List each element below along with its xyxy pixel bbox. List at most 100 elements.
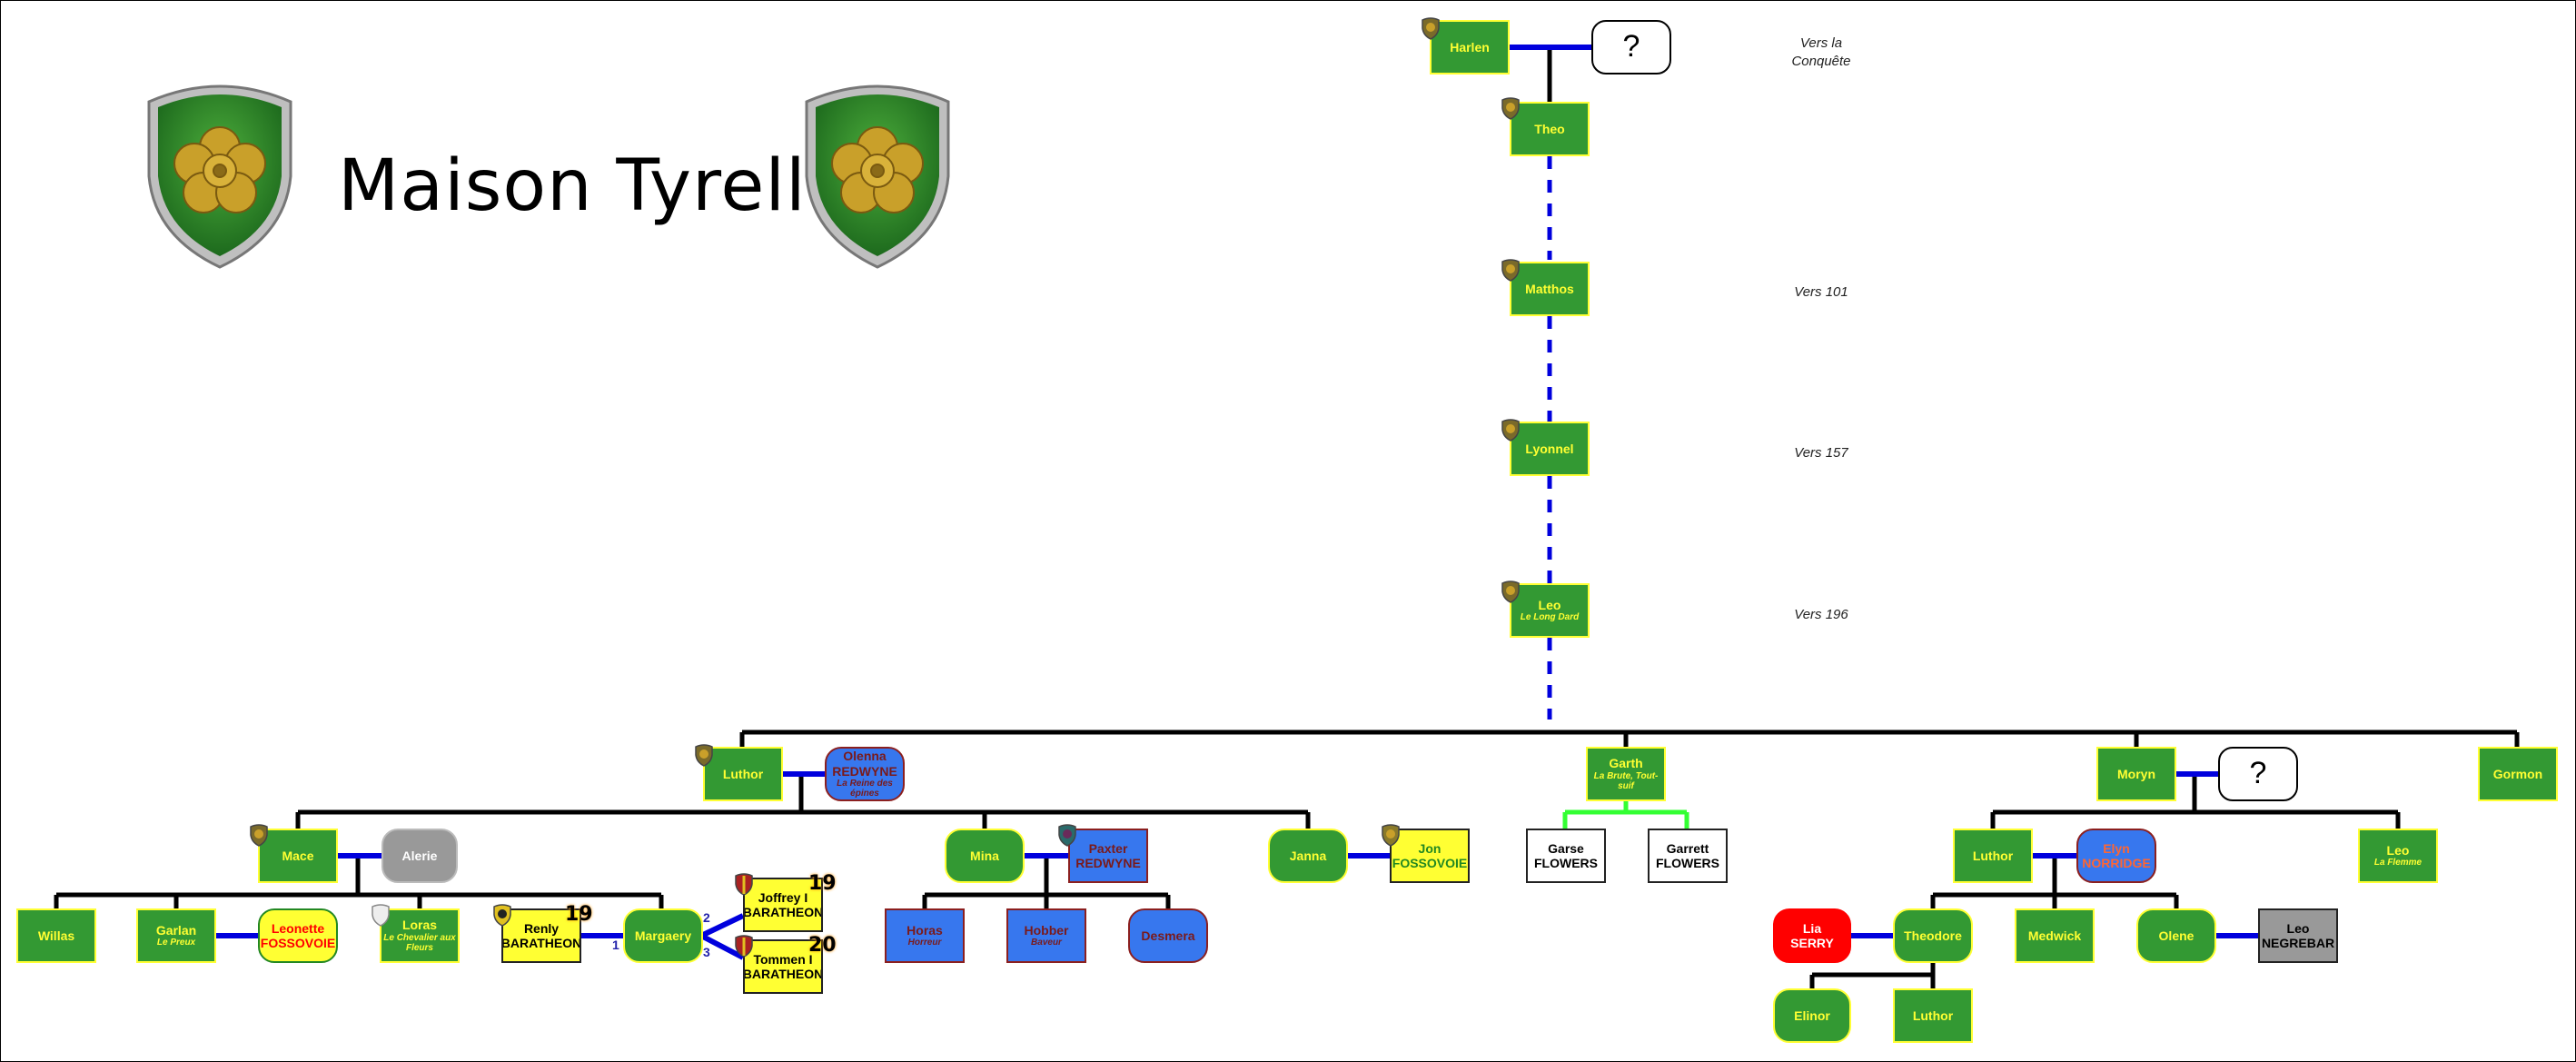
lord-shield-icon — [1501, 581, 1520, 603]
person-epithet: La Reine des épines — [837, 778, 893, 799]
person-epithet: Baveur — [1031, 938, 1062, 948]
lannister-baratheon-shield-icon — [735, 873, 753, 896]
kingsguard-shield-icon — [372, 904, 390, 927]
tyrell-rose-shield-icon — [147, 84, 292, 269]
lord-shield-icon — [1501, 419, 1520, 442]
person-house: BARATHEON — [501, 936, 581, 950]
person-name: Gormon — [2492, 766, 2543, 781]
marriage-lines — [214, 45, 2260, 960]
era-label-101: Vers 101 — [1794, 284, 1848, 300]
person-theo[interactable]: Theo — [1510, 102, 1590, 156]
person-name: Renly — [523, 920, 560, 936]
person-name: Luthor — [722, 766, 764, 781]
person-house: FOSSOVOIE — [1392, 856, 1468, 870]
person-name: Paxter — [1088, 840, 1128, 856]
person-name: Luthor — [1972, 848, 2014, 863]
person-janna[interactable]: Janna — [1268, 829, 1348, 883]
person-mace[interactable]: Mace — [258, 829, 338, 883]
person-name: Olenna — [843, 749, 887, 764]
person-margaery[interactable]: Margaery — [623, 908, 703, 963]
person-elinor[interactable]: Elinor — [1773, 988, 1851, 1043]
person-name: Garlan — [155, 923, 197, 938]
person-luthor[interactable]: Luthor — [703, 747, 783, 801]
person-house: NORRIDGE — [2082, 856, 2151, 870]
person-name: Mace — [282, 848, 314, 863]
person-theodore[interactable]: Theodore — [1893, 908, 1973, 963]
era-label-157: Vers 157 — [1794, 445, 1848, 461]
era-label-196: Vers 196 — [1794, 607, 1848, 622]
person-name: Elyn — [2103, 840, 2130, 856]
person-name: Medwick — [2027, 928, 2082, 943]
person-name: Janna — [1289, 848, 1327, 863]
bastard-lines — [1562, 799, 1689, 829]
lord-shield-icon — [250, 824, 268, 847]
person-name: ? — [1622, 29, 1640, 65]
person-epithet: Le Chevalier aux Fleurs — [383, 932, 456, 954]
person-willas[interactable]: Willas — [16, 908, 96, 963]
person-harlen[interactable]: Harlen — [1430, 20, 1510, 74]
person-lyonnel[interactable]: Lyonnel — [1510, 422, 1590, 476]
person-house: FOSSOVOIE — [260, 936, 336, 950]
person-luthor-2[interactable]: Luthor — [1953, 829, 2033, 883]
person-name: Theodore — [1904, 928, 1962, 943]
person-name: Leo — [2386, 843, 2410, 859]
person-house: REDWYNE — [832, 763, 897, 779]
person-epithet: Le Preux — [156, 938, 196, 948]
person-name: Alerie — [401, 848, 438, 863]
person-name: Moryn — [2117, 766, 2155, 781]
person-epithet: Le Long Dard — [1520, 612, 1580, 623]
person-name: Willas — [37, 928, 75, 943]
person-medwick[interactable]: Medwick — [2015, 908, 2095, 963]
lord-shield-icon — [1501, 259, 1520, 282]
redwyne-shield-icon — [1058, 824, 1076, 847]
person-name: Garrett — [1666, 840, 1709, 856]
person-matthos[interactable]: Matthos — [1510, 262, 1590, 316]
person-mina[interactable]: Mina — [945, 829, 1025, 883]
person-alerie[interactable]: Alerie — [381, 829, 458, 883]
person-name: Loras — [401, 918, 438, 933]
crown-number-badge: 19 — [565, 903, 593, 926]
person-house: FLOWERS — [1534, 856, 1598, 870]
person-unknown-spouse[interactable]: ? — [1591, 20, 1671, 74]
person-luthor-3[interactable]: Luthor — [1893, 988, 1973, 1043]
person-gormon[interactable]: Gormon — [2478, 747, 2558, 801]
person-name: Harlen — [1450, 39, 1490, 55]
person-olene[interactable]: Olene — [2136, 908, 2216, 963]
baratheon-shield-icon — [493, 904, 511, 927]
descent-lines — [54, 47, 2520, 989]
person-name: Jon — [1418, 840, 1442, 856]
person-name: Theo — [1534, 121, 1565, 136]
marriage-order-label: 3 — [703, 945, 710, 959]
person-house: NEGREBAR — [2261, 936, 2335, 950]
marriage-order-label: 1 — [612, 938, 619, 952]
person-name: Garth — [1609, 756, 1643, 771]
person-unknown-spouse[interactable]: ? — [2218, 747, 2298, 801]
person-moryn[interactable]: Moryn — [2096, 747, 2176, 801]
person-name: Tommen I — [753, 951, 813, 967]
person-name: ? — [2249, 756, 2267, 791]
person-desmera[interactable]: Desmera — [1128, 908, 1208, 963]
lord-shield-icon — [1422, 17, 1440, 40]
person-name: Garse — [1548, 840, 1584, 856]
person-house: FLOWERS — [1656, 856, 1719, 870]
person-name: Leonette — [271, 920, 325, 936]
